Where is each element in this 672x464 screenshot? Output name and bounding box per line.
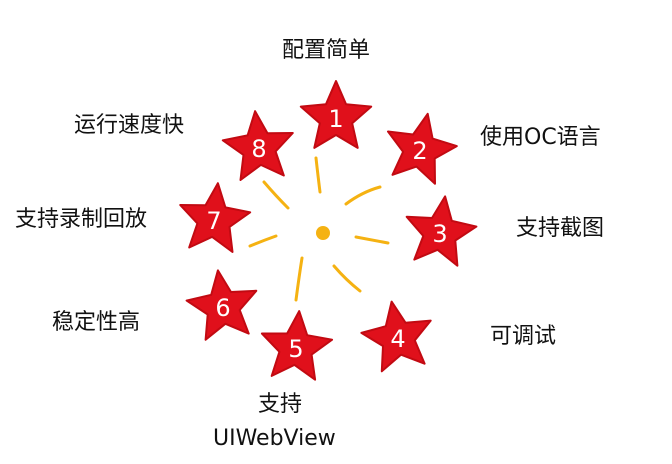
feature-label-2: 使用OC语言	[480, 125, 601, 150]
rays-group	[248, 156, 390, 302]
feature-star-7: 7	[179, 182, 252, 253]
feature-label-5-line2: UIWebView	[213, 426, 336, 451]
feature-star-4: 4	[360, 300, 432, 373]
feature-star-2: 2	[387, 112, 458, 185]
feature-label-8: 运行速度快	[74, 113, 185, 138]
feature-label-1: 配置简单	[282, 38, 371, 63]
ray-line	[332, 264, 362, 293]
ray-line	[344, 185, 382, 206]
ray-line	[354, 235, 390, 245]
star-icon	[260, 310, 334, 381]
star-icon	[405, 195, 478, 267]
feature-star-3: 3	[405, 195, 478, 267]
star-number: 2	[412, 137, 427, 165]
feature-star-1: 1	[299, 80, 373, 149]
star-icon	[185, 269, 258, 341]
feature-label-4: 可调试	[490, 324, 557, 349]
feature-label-5-line1: 支持	[258, 392, 303, 417]
feature-star-6: 6	[185, 269, 258, 341]
ray-line	[294, 256, 304, 302]
star-icon	[179, 182, 252, 253]
feature-label-7: 支持录制回放	[15, 207, 148, 232]
star-number: 5	[288, 335, 303, 363]
stars-group: 1 2 3 4 5 6 7 8	[179, 80, 478, 381]
star-icon	[387, 112, 458, 185]
feature-label-3: 支持截图	[516, 216, 605, 241]
center-dot-icon	[316, 226, 330, 240]
star-number: 8	[251, 135, 266, 163]
feature-star-8: 8	[221, 110, 294, 181]
ray-line	[314, 156, 322, 194]
feature-label-6: 稳定性高	[52, 310, 141, 335]
star-number: 4	[390, 325, 405, 353]
star-number: 7	[206, 207, 221, 235]
star-number: 6	[215, 294, 230, 322]
star-number: 3	[432, 220, 447, 248]
star-icon	[299, 80, 373, 149]
star-icon	[221, 110, 294, 181]
star-number: 1	[328, 105, 343, 133]
feature-star-5: 5	[260, 310, 334, 381]
ray-line	[248, 234, 278, 248]
ray-line	[262, 180, 290, 210]
star-icon	[360, 300, 432, 373]
